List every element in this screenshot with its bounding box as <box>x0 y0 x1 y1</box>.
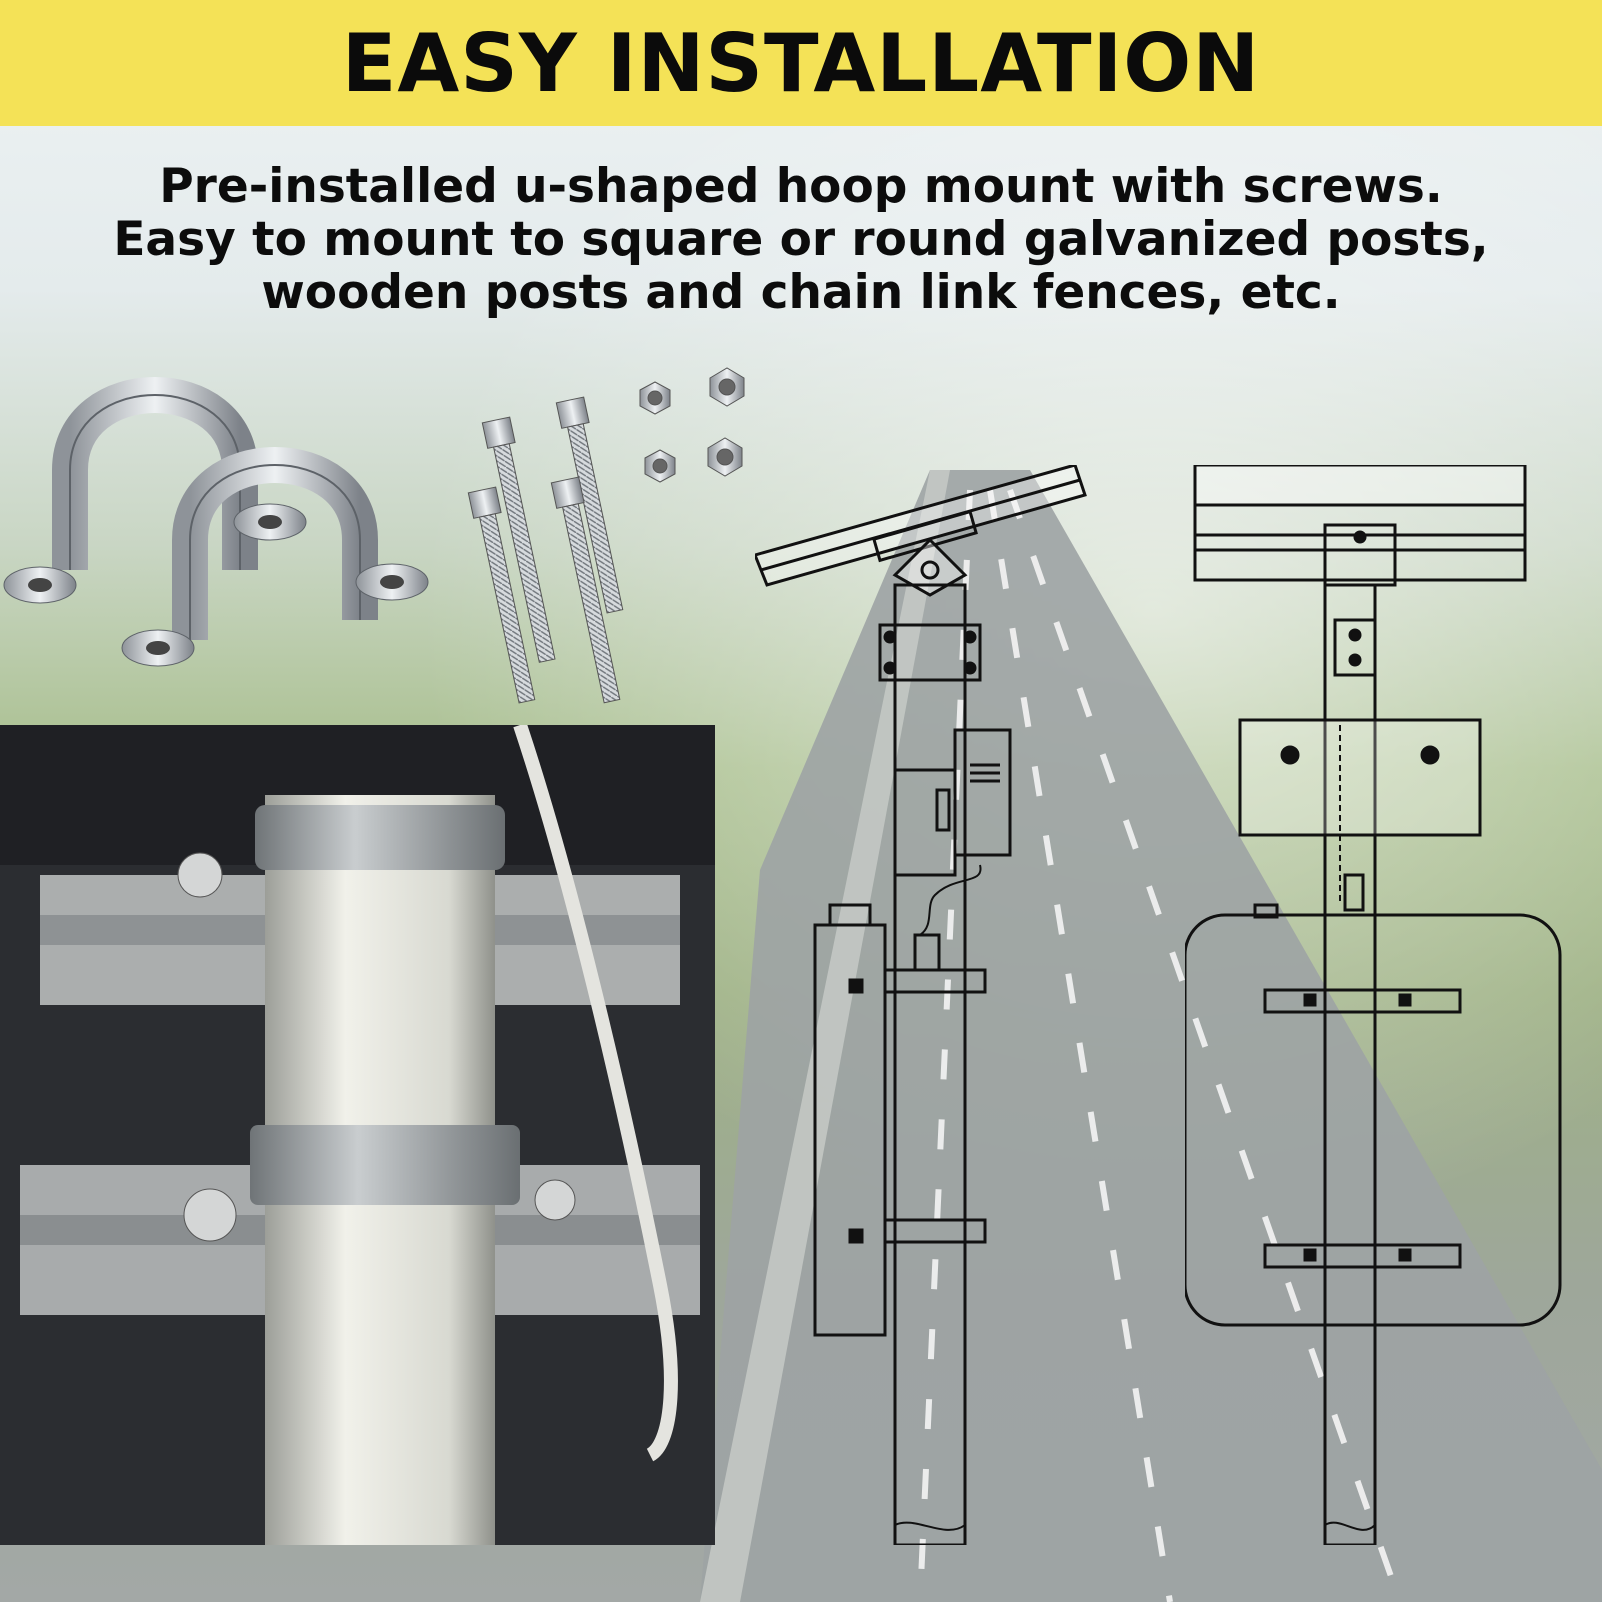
u-hoop-clamp-1 <box>3 377 307 604</box>
top-clamp-rear <box>1333 618 1377 677</box>
controller-box-side <box>893 728 1012 877</box>
solar-panel-rear <box>1193 465 1527 587</box>
diagram-side-view <box>755 465 1087 1545</box>
description-line-1: Pre-installed u-shaped hoop mount with s… <box>159 159 1443 214</box>
page-title: EASY INSTALLATION <box>341 16 1261 110</box>
hex-nuts <box>639 367 745 483</box>
description-line-3: wooden posts and chain link fences, etc. <box>261 265 1341 320</box>
battery-box-side <box>813 903 987 1337</box>
bolts <box>467 396 624 704</box>
panel-bracket <box>892 537 968 597</box>
solar-panel-side <box>755 465 1087 587</box>
title-banner: EASY INSTALLATION <box>0 0 1602 126</box>
pole-side <box>893 583 967 1545</box>
u-hoop-clamp-2 <box>121 447 429 667</box>
controller-box-rear <box>1238 718 1482 905</box>
description-line-2: Easy to mount to square or round galvani… <box>113 212 1489 267</box>
battery-box-rear <box>1185 903 1562 1327</box>
hardware-kit <box>3 367 745 704</box>
installation-photo <box>0 725 715 1545</box>
description-text: Pre-installed u-shaped hoop mount with s… <box>40 160 1562 319</box>
top-clamp <box>878 623 982 682</box>
pole-rear <box>1323 583 1377 1545</box>
diagram-rear-view <box>1185 465 1562 1545</box>
